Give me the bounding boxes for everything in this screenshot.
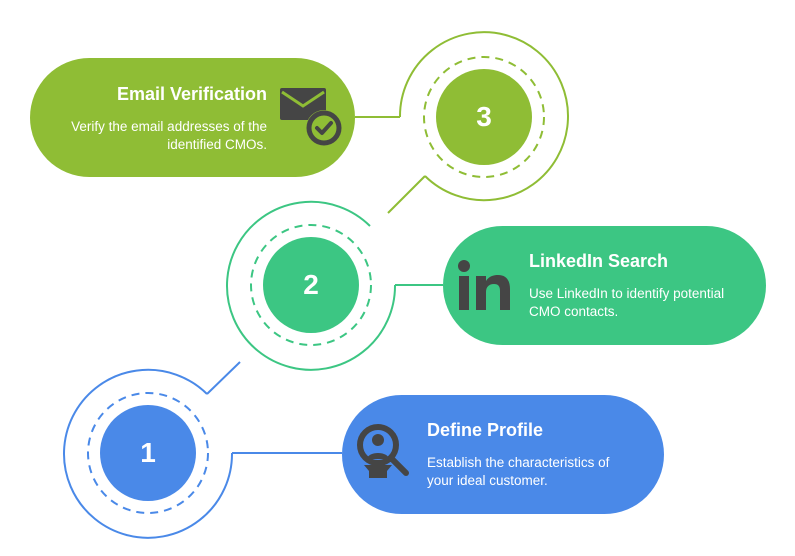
step3-number: 3 <box>436 69 532 165</box>
step2-number: 2 <box>263 237 359 333</box>
step2-title: LinkedIn Search <box>529 251 669 271</box>
step3-diagonal <box>387 175 426 214</box>
step2-dashed-ring <box>250 224 372 346</box>
step1-diagonal <box>206 361 241 395</box>
step2-card: LinkedIn Search Use LinkedIn to identify… <box>443 226 766 345</box>
step1-outer-ring <box>63 368 234 539</box>
linkedin-icon <box>458 260 510 310</box>
step3-outer-ring <box>398 31 569 202</box>
step2-outer-ring <box>226 200 397 371</box>
profile-search-icon <box>357 424 409 478</box>
step1-card: Define Profile Establish the characteris… <box>342 395 664 514</box>
step3-title: Email Verification <box>116 84 267 104</box>
step1-number: 1 <box>100 405 196 501</box>
step1-description: Establish the characteristics of your id… <box>427 455 610 488</box>
step3-card: Email Verification Verify the email addr… <box>30 58 355 177</box>
step1-dashed-ring <box>87 392 209 514</box>
step2-description: Use LinkedIn to identify potential CMO c… <box>529 286 725 319</box>
step1-title: Define Profile <box>427 420 544 440</box>
step3-description: Verify the email addresses of the identi… <box>71 119 267 152</box>
email-check-icon <box>280 88 342 146</box>
step3-dashed-ring <box>423 56 545 178</box>
